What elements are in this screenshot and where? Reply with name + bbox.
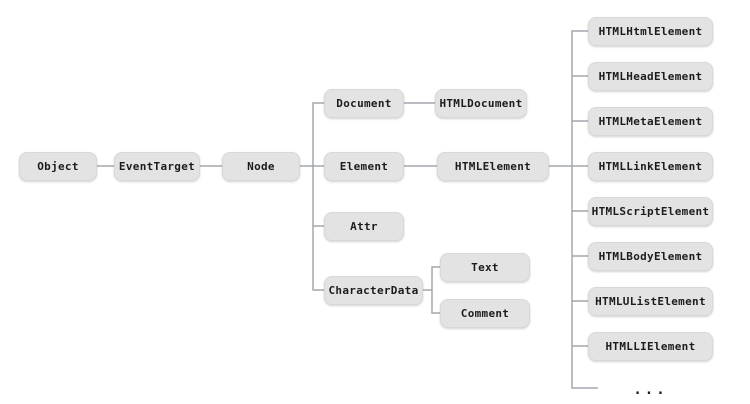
diagram-node-htmlheadelement: HTMLHeadElement [588,62,713,91]
diagram-node-node: Node [222,152,300,181]
diagram-node-eventtarget: EventTarget [114,152,200,181]
diagram-node-htmlbodyelement: HTMLBodyElement [588,242,713,271]
diagram-node-object: Object [19,152,97,181]
diagram-node-characterdata: CharacterData [324,276,423,305]
diagram-node-htmlelement: HTMLElement [437,152,549,181]
trunk-characterdata-children [423,266,440,314]
diagram-node-htmlscriptelement: HTMLScriptElement [588,197,713,226]
diagram-node-htmlulistelement: HTMLUListElement [588,287,713,316]
trunk-node-children [312,102,324,291]
diagram-node-text: Text [440,253,530,282]
diagram-node-comment: Comment [440,299,530,328]
diagram-node-document: Document [324,89,404,118]
diagram-node-htmlhtmlelement: HTMLHtmlElement [588,17,713,46]
more-elements-ellipsis: ... [633,382,668,398]
diagram-node-htmllinkelement: HTMLLinkElement [588,152,713,181]
diagram-node-attr: Attr [324,212,404,241]
diagram-node-element: Element [324,152,404,181]
diagram-node-htmllielement: HTMLLIElement [588,332,713,361]
diagram-node-htmlmetaelement: HTMLMetaElement [588,107,713,136]
diagram-node-htmldocument: HTMLDocument [435,89,527,118]
